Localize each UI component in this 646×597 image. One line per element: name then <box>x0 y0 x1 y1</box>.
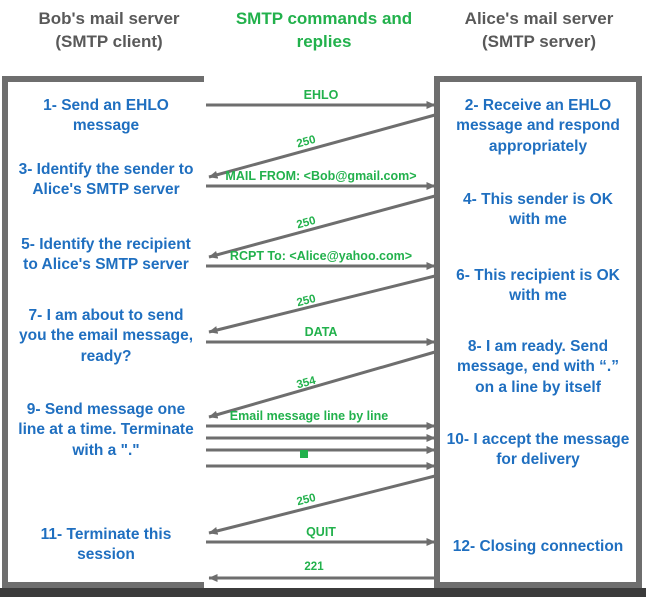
arrow-250-c <box>208 274 436 334</box>
label-354: 354 <box>295 375 317 392</box>
server-step-10: 10- I accept the message for delivery <box>446 431 630 469</box>
header-client-line2: (SMTP client) <box>55 31 163 51</box>
client-step-3: 3- Identify the sender to Alice's SMTP s… <box>18 161 194 199</box>
label-250-a: 250 <box>295 134 317 151</box>
arrow-354 <box>208 350 436 419</box>
header-server-line2: (SMTP server) <box>481 31 596 51</box>
label-rcpt-to: RCPT To: <Alice@yahoo.com> <box>230 249 412 263</box>
server-step-2: 2- Receive an EHLO message and respond a… <box>456 97 620 155</box>
label-250-d: 250 <box>296 492 318 508</box>
client-step-1: 1- Send an EHLO message <box>43 97 169 135</box>
label-quit: QUIT <box>306 525 336 539</box>
header-server-line1: Alice's mail server <box>464 9 614 28</box>
label-250-c: 250 <box>296 293 318 309</box>
client-steps-panel: 1- Send an EHLO message 3- Identify the … <box>2 76 210 588</box>
header-client-line1: Bob's mail server <box>38 9 180 28</box>
dot-terminator-marker <box>300 450 308 458</box>
column-headers: Bob's mail server (SMTP client) SMTP com… <box>0 0 646 76</box>
server-step-12: 12- Closing connection <box>452 538 624 555</box>
label-data: DATA <box>305 325 338 339</box>
header-smtp-client: Bob's mail server (SMTP client) <box>6 8 212 54</box>
label-250-b: 250 <box>295 215 317 232</box>
label-mail-from: MAIL FROM: <Bob@gmail.com> <box>225 169 416 183</box>
header-smtp-server: Alice's mail server (SMTP server) <box>436 8 642 54</box>
server-step-8: 8- I am ready. Send message, end with “.… <box>457 338 619 396</box>
server-step-4: 4- This sender is OK with me <box>463 191 613 229</box>
smtp-message-flow-panel: EHLO 250 MAIL FROM: <Bob@gmail.com> 250 … <box>204 76 440 588</box>
arrow-250-b <box>208 194 436 259</box>
label-ehlo: EHLO <box>304 88 339 102</box>
client-step-9: 9- Send message one line at a time. Term… <box>18 401 194 459</box>
header-middle-line1: SMTP commands and <box>235 9 413 28</box>
server-steps-panel: 2- Receive an EHLO message and respond a… <box>434 76 642 588</box>
label-email-body: Email message line by line <box>230 409 388 423</box>
header-middle-line2: replies <box>296 31 352 51</box>
server-steps-inner: 2- Receive an EHLO message and respond a… <box>440 82 636 582</box>
arrow-250-d <box>208 474 436 535</box>
client-steps-inner: 1- Send an EHLO message 3- Identify the … <box>8 82 204 582</box>
bottom-band <box>0 588 646 597</box>
smtp-arrow-diagram: EHLO 250 MAIL FROM: <Bob@gmail.com> 250 … <box>206 88 436 582</box>
client-step-7: 7- I am about to send you the email mess… <box>18 307 194 365</box>
client-step-11: 11- Terminate this session <box>40 526 172 564</box>
arrow-250-a <box>208 113 436 179</box>
server-step-6: 6- This recipient is OK with me <box>456 267 620 305</box>
header-smtp-commands: SMTP commands and replies <box>216 8 432 54</box>
label-221: 221 <box>304 561 324 573</box>
client-step-5: 5- Identify the recipient to Alice's SMT… <box>21 236 191 274</box>
